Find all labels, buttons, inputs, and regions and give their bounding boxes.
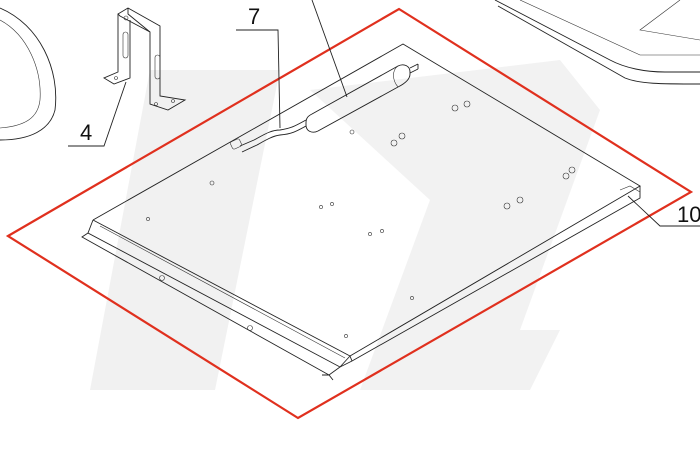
leader-lines [68,0,700,227]
callout-label-10: 10 [677,202,700,227]
callout-label-4: 4 [80,120,92,145]
capillary-filter-assembly [230,63,419,153]
highlight-outline [5,7,694,420]
partial-part-left [0,7,57,141]
bracket-part [103,7,187,111]
watermark-logo [90,60,600,390]
plate-holes [146,100,576,338]
base-plate [81,43,641,381]
partial-tray-top-right [494,0,700,85]
callout-label-7: 7 [248,4,260,29]
